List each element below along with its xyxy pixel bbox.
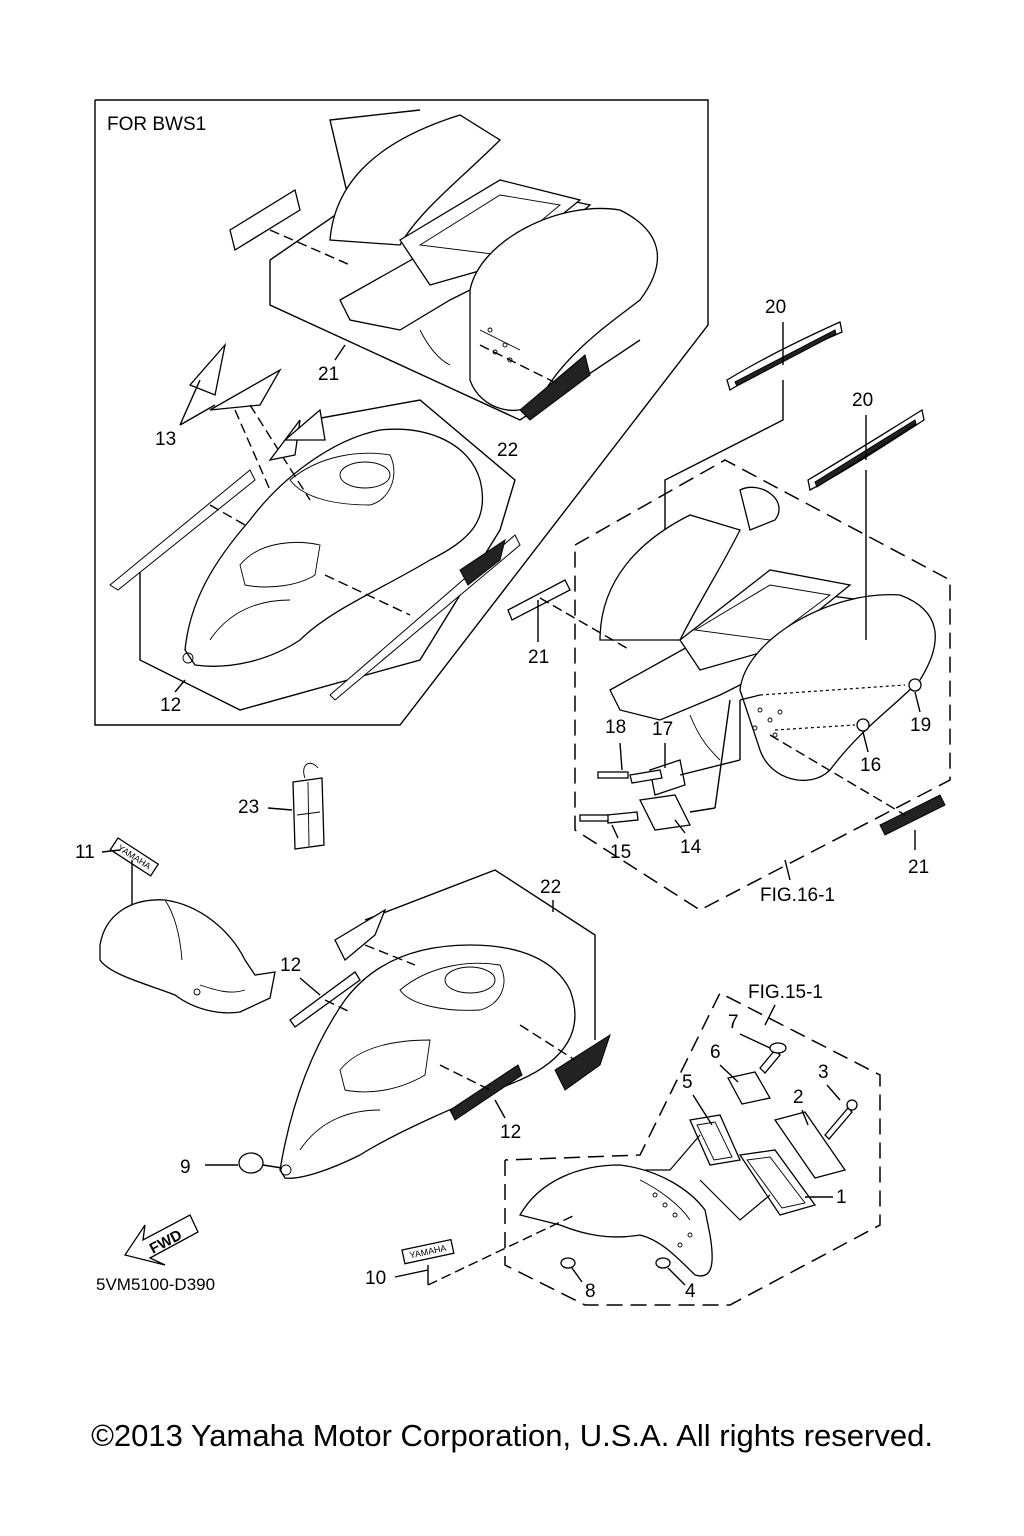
callout-22b: 22 <box>540 877 561 898</box>
callout-19: 19 <box>910 715 931 736</box>
bws1-box: FOR BWS1 <box>94 99 709 726</box>
callout-22a: 22 <box>497 440 518 461</box>
fig-16-1-box: FIG.16-1 <box>574 459 951 911</box>
callout-6: 6 <box>710 1042 721 1063</box>
callout-17: 17 <box>652 719 673 740</box>
fig-15-1-box: FIG.15-1 <box>504 982 881 1306</box>
fig-15-1-label: FIG.15-1 <box>748 982 823 1003</box>
fwd-arrow-icon: FWD <box>123 1214 199 1266</box>
callout-14: 14 <box>680 837 702 858</box>
box-label: FOR BWS1 <box>107 114 206 135</box>
callout-4: 4 <box>685 1281 696 1302</box>
callout-2: 2 <box>793 1087 804 1108</box>
callout-21a: 21 <box>318 364 339 385</box>
callout-10: 10 <box>365 1268 386 1289</box>
callout-13: 13 <box>155 429 176 450</box>
callout-20a: 20 <box>765 297 786 318</box>
seat-cover: YAMAHA 11 <box>75 837 276 1014</box>
callout-12a: 12 <box>160 695 181 716</box>
callout-16: 16 <box>860 755 881 776</box>
callout-5: 5 <box>682 1072 693 1093</box>
fig-16-1-label: FIG.16-1 <box>760 885 835 906</box>
front-fender-bws1: 13 22 12 <box>109 342 521 716</box>
callout-21b: 21 <box>528 647 549 668</box>
rear-fender-bws1: 21 <box>229 109 659 421</box>
rear-fender-main: 21 21 19 16 18 17 15 14 <box>507 486 946 878</box>
callout-23: 23 <box>238 797 259 818</box>
callout-11: 11 <box>75 842 95 863</box>
callout-8: 8 <box>585 1281 596 1302</box>
tag-23: 23 <box>238 762 325 850</box>
callout-15: 15 <box>610 842 631 863</box>
callout-21c: 21 <box>908 857 929 878</box>
callout-18: 18 <box>605 717 626 738</box>
callout-12b: 12 <box>280 955 301 976</box>
callout-9: 9 <box>180 1157 191 1178</box>
emblem-20: 20 20 <box>664 297 925 640</box>
callout-12c: 12 <box>500 1122 521 1143</box>
callout-7: 7 <box>728 1012 739 1033</box>
part-code: 5VM5100-D390 <box>96 1275 215 1294</box>
copyright-notice: ©2013 Yamaha Motor Corporation, U.S.A. A… <box>91 1418 933 1453</box>
front-fender-main: 22 12 12 9 <box>180 869 611 1179</box>
callout-20b: 20 <box>852 390 873 411</box>
callout-1: 1 <box>836 1187 847 1208</box>
rear-fender-flap: 1 2 3 5 6 7 4 8 <box>365 1012 858 1302</box>
callout-3: 3 <box>818 1062 829 1083</box>
